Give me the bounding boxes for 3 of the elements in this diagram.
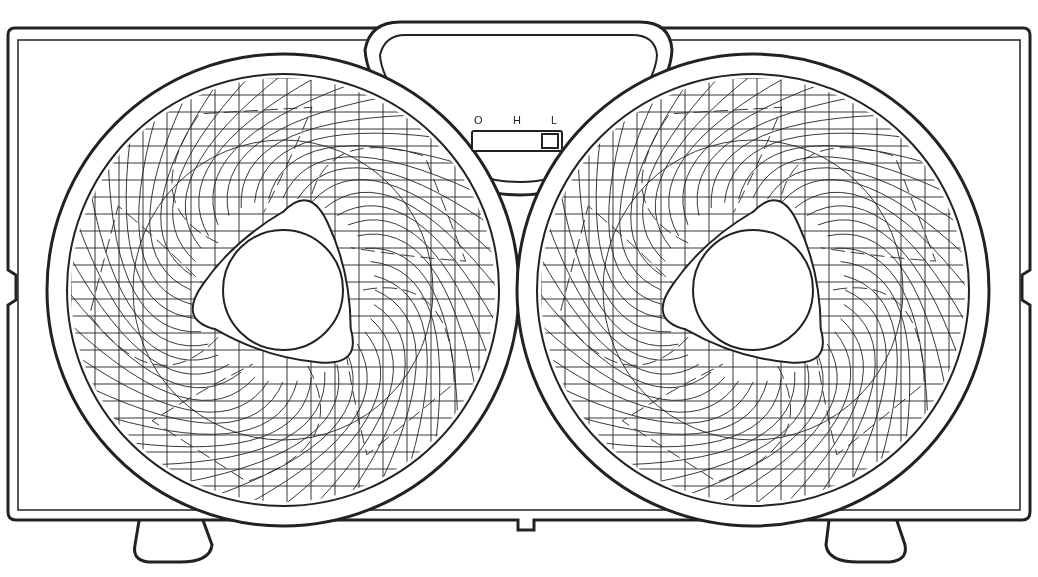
switch-label: L xyxy=(551,115,558,126)
switch-label: O xyxy=(474,115,483,126)
switch-label: H xyxy=(513,115,521,126)
